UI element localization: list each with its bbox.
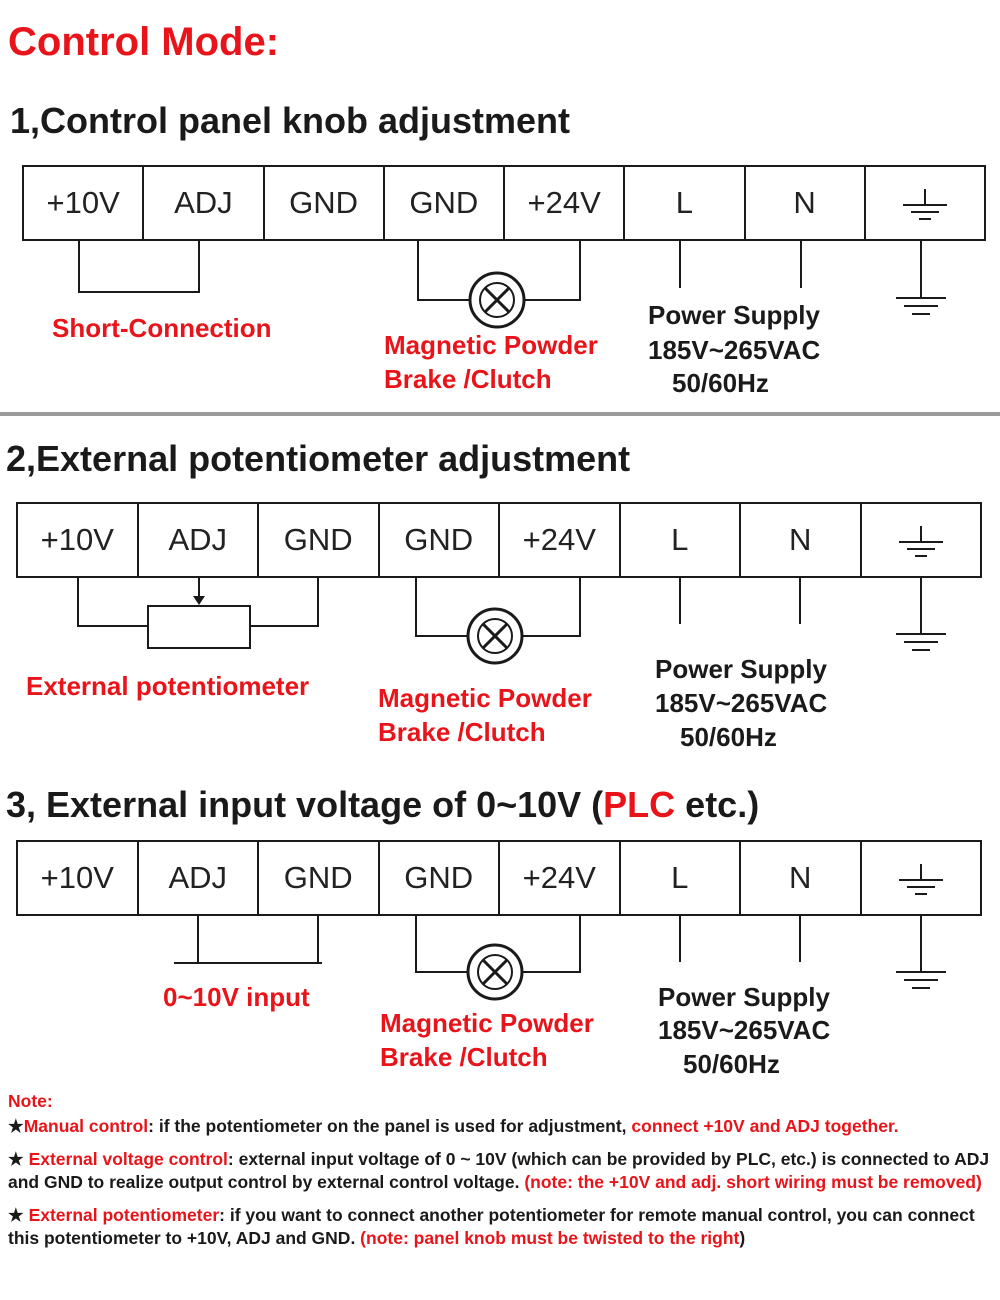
terminal-l: L [621, 842, 741, 914]
section-2-title: 2,External potentiometer adjustment [6, 438, 631, 479]
terminal-n: N [746, 167, 866, 239]
section-1-title: 1,Control panel knob adjustment [10, 100, 571, 141]
notes-panel: Note: ★Manual control: if the potentiome… [8, 1090, 998, 1260]
note-external-voltage: ★ External voltage control: external inp… [8, 1148, 998, 1194]
section-3-title-suffix: etc.) [675, 784, 760, 825]
brake-label-line2: Brake /Clutch [378, 717, 546, 747]
star-icon: ★ [8, 1205, 29, 1225]
note-text: : if the potentiometer on the panel is u… [148, 1116, 632, 1136]
section-3-title: 3, External input voltage of 0~10V (PLC … [6, 784, 759, 826]
terminal-strip-1: +10V ADJ GND GND +24V L N [22, 165, 986, 241]
power-supply-title: Power Supply [648, 300, 820, 330]
ground-symbol-icon [902, 189, 947, 220]
brake-wire-left [417, 241, 470, 301]
terminal-l: L [625, 167, 746, 239]
terminal-24v: +24V [500, 842, 621, 914]
pot-wire-left [77, 578, 148, 627]
terminal-24v: +24V [505, 167, 626, 239]
power-supply-frequency: 50/60Hz [683, 1049, 780, 1079]
terminal-earth [866, 167, 984, 239]
terminal-gnd-2: GND [380, 842, 500, 914]
brake-wire-right [524, 241, 581, 301]
notes-heading: Note: [8, 1091, 53, 1111]
terminal-strip-3: +10V ADJ GND GND +24V L N [16, 840, 982, 916]
note-text: : if you want to connect another potenti… [8, 1205, 975, 1248]
terminal-earth [862, 842, 981, 914]
lamp-cross-circle-icon [466, 943, 524, 1001]
note-label: External potentiometer [28, 1205, 220, 1225]
ground-symbol-icon [896, 916, 946, 989]
brake-wire-left [415, 916, 468, 973]
star-icon: ★ [8, 1149, 29, 1169]
terminal-strip-2: +10V ADJ GND GND +24V L N [16, 502, 982, 578]
terminal-n: N [741, 504, 862, 576]
note-highlight: (note: panel knob must be twisted to the… [360, 1228, 740, 1248]
terminal-n: N [741, 842, 862, 914]
lamp-cross-circle-icon [468, 271, 526, 329]
page-title: Control Mode: [8, 20, 280, 64]
brake-label-line1: Magnetic Powder [380, 1008, 594, 1038]
brake-label-line1: Magnetic Powder [384, 330, 598, 360]
ground-symbol-icon [896, 578, 946, 651]
power-supply-voltage: 185V~265VAC [648, 335, 821, 365]
terminal-gnd: GND [259, 842, 380, 914]
potentiometer-resistor-icon [147, 605, 251, 649]
note-highlight: connect +10V and ADJ together. [631, 1116, 899, 1136]
terminal-10v: +10V [24, 167, 145, 239]
terminal-adj: ADJ [139, 842, 259, 914]
note-tail: ) [739, 1228, 746, 1248]
brake-wire-left [415, 578, 468, 637]
wiper-arrow-icon [193, 596, 205, 605]
terminal-24v: +24V [500, 504, 621, 576]
power-supply-title: Power Supply [655, 654, 827, 684]
brake-wire-right [522, 916, 581, 973]
section-3-title-prefix: 3, External input voltage of 0~10V ( [6, 784, 604, 825]
terminal-gnd-2: GND [380, 504, 500, 576]
terminal-gnd: GND [265, 167, 385, 239]
note-external-potentiometer: ★ External potentiometer: if you want to… [8, 1204, 998, 1250]
note-text: : external input voltage of 0 ~ 10V (whi… [8, 1149, 990, 1192]
power-supply-voltage: 185V~265VAC [655, 688, 828, 718]
ground-symbol-icon [898, 526, 943, 557]
star-icon: ★ [8, 1116, 24, 1136]
terminal-earth [862, 504, 981, 576]
note-manual-control: ★Manual control: if the potentiometer on… [8, 1115, 998, 1138]
power-supply-frequency: 50/60Hz [672, 368, 769, 398]
input-voltage-label: 0~10V input [163, 982, 310, 1012]
terminal-10v: +10V [18, 842, 139, 914]
power-supply-frequency: 50/60Hz [680, 722, 777, 752]
power-supply-title: Power Supply [658, 982, 830, 1012]
external-potentiometer-label: External potentiometer [26, 671, 310, 701]
section-3-title-highlight: PLC [603, 784, 676, 825]
terminal-gnd-2: GND [385, 167, 505, 239]
terminal-l: L [621, 504, 741, 576]
ground-symbol-icon [896, 241, 946, 315]
lamp-cross-circle-icon [466, 607, 524, 665]
terminal-gnd: GND [259, 504, 380, 576]
pot-wire-right [250, 578, 319, 627]
wiring-diagram-2 [77, 578, 946, 665]
short-connection-label: Short-Connection [52, 313, 272, 343]
ground-symbol-icon [898, 864, 943, 895]
terminal-adj: ADJ [144, 167, 265, 239]
wiring-diagram-3 [174, 916, 946, 1001]
terminal-10v: +10V [18, 504, 139, 576]
note-label: External voltage control [28, 1149, 228, 1169]
brake-wire-right [522, 578, 581, 637]
note-label: Manual control [23, 1116, 149, 1136]
power-supply-voltage: 185V~265VAC [658, 1015, 831, 1045]
brake-label-line2: Brake /Clutch [380, 1042, 548, 1072]
brake-label-line1: Magnetic Powder [378, 683, 592, 713]
note-highlight: (note: the +10V and adj. short wiring mu… [524, 1172, 982, 1192]
wiring-diagram-1 [78, 241, 946, 329]
terminal-adj: ADJ [139, 504, 259, 576]
short-connection-wire [78, 241, 200, 293]
section-divider [0, 412, 1000, 416]
brake-label-line2: Brake /Clutch [384, 364, 552, 394]
